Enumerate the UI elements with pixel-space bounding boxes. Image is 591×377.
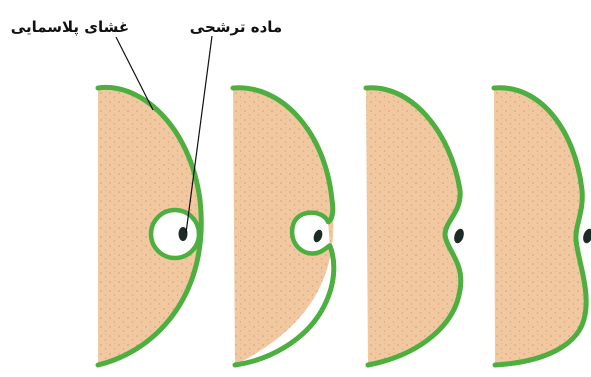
stage-2-cell xyxy=(233,88,334,365)
stage-4-cell xyxy=(494,88,591,365)
stage-3-cell xyxy=(366,88,466,365)
stage-1-vesicle xyxy=(151,210,199,258)
stage-1-cell xyxy=(98,87,201,365)
stage-3-secretory-granule xyxy=(452,227,465,244)
secretory-substance-label: ماده ترشحی xyxy=(190,18,282,36)
plasma-membrane-label: غشای پلاسمایی xyxy=(11,18,129,37)
stage-4-secretory-granule xyxy=(581,227,591,244)
stage-4-cytoplasm xyxy=(494,88,586,365)
stage-2-vesicle-pocket xyxy=(292,213,330,254)
